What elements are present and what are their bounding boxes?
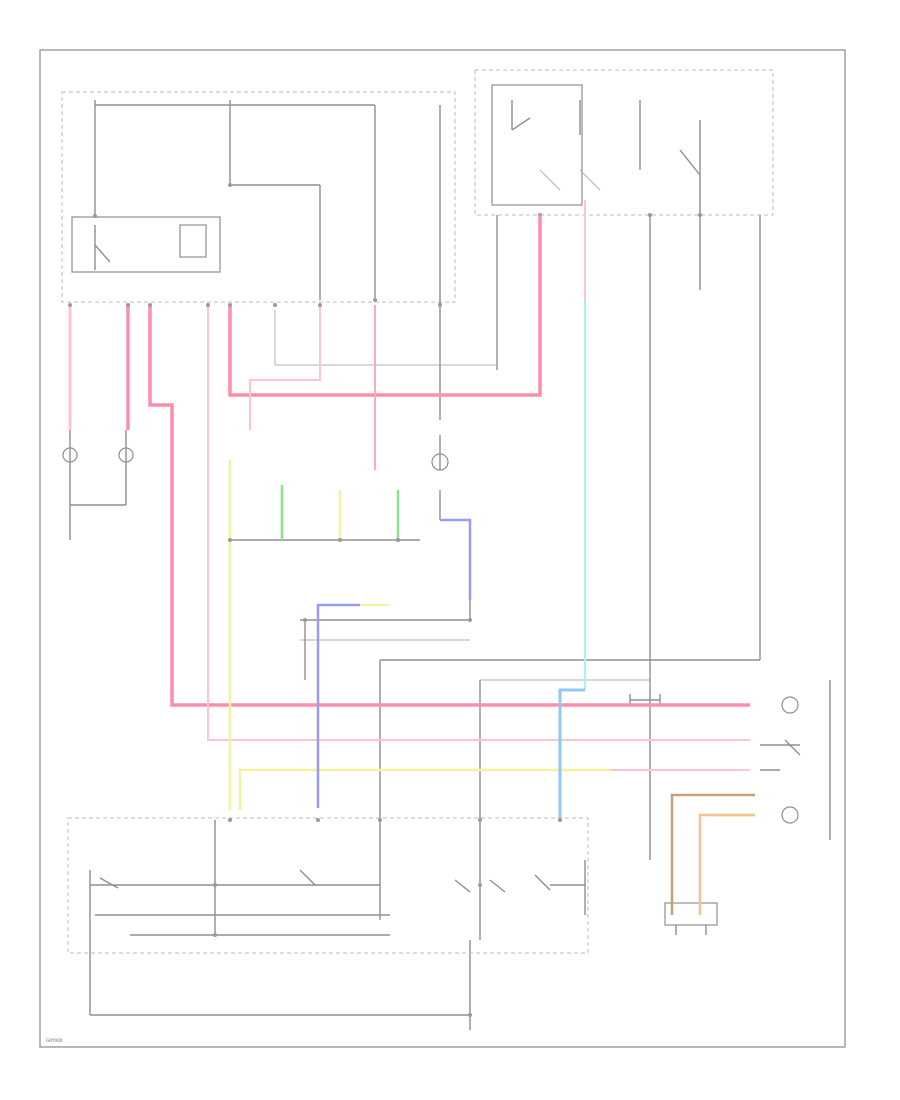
yellow-wires (228, 460, 610, 810)
blue-wires (316, 518, 472, 808)
diagram-border (39, 49, 846, 1048)
connector-points (68, 303, 562, 1017)
green-wires (280, 485, 755, 817)
combination-switch-box (474, 69, 774, 217)
right-front-lamp-icon (118, 447, 134, 463)
footer-code: GRY000 (46, 1038, 63, 1043)
headlight-relay (71, 216, 221, 273)
red-wires (126, 215, 750, 707)
fuse-relay-box (61, 91, 456, 303)
orange-brown-wires (670, 793, 755, 915)
black-wires (62, 215, 831, 1030)
turn-lamp-icon (781, 696, 799, 714)
luggage-lamp-connector (664, 902, 718, 926)
tail-lamp-icon (781, 806, 799, 824)
left-front-lamp-icon (62, 447, 78, 463)
dome-lamp-icon (431, 453, 449, 471)
tail-light-relay (491, 84, 583, 206)
cyan-wires (558, 300, 586, 820)
pink-wires (68, 200, 750, 771)
